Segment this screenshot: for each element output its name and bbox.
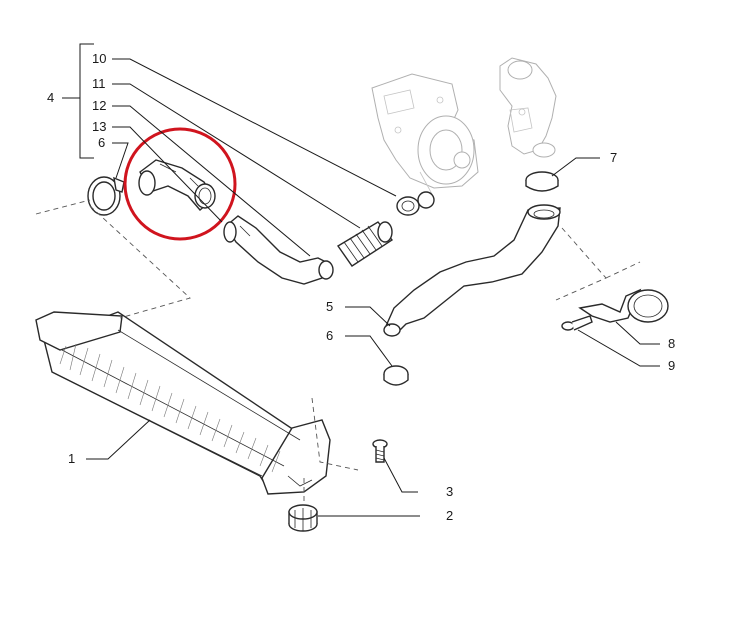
turbocharger-ghost bbox=[371, 73, 479, 207]
s-hose bbox=[383, 204, 561, 337]
group-bracket-4 bbox=[62, 43, 94, 159]
rubber-mount bbox=[288, 504, 318, 532]
callout-6-lower: 6 bbox=[326, 328, 333, 343]
corrugated-connector bbox=[336, 221, 394, 267]
callout-13: 13 bbox=[92, 119, 106, 134]
elbow-hose-highlighted bbox=[138, 159, 216, 211]
callout-3: 3 bbox=[446, 484, 453, 499]
hose-clamp-lower bbox=[383, 365, 409, 386]
callout-12: 12 bbox=[92, 98, 106, 113]
callout-4: 4 bbox=[47, 90, 54, 105]
callout-1: 1 bbox=[68, 451, 75, 466]
callout-5: 5 bbox=[326, 299, 333, 314]
callout-7: 7 bbox=[610, 150, 617, 165]
bracket-bolt bbox=[561, 315, 593, 331]
egr-housing-ghost bbox=[499, 57, 557, 158]
callout-9: 9 bbox=[668, 358, 675, 373]
upper-hose bbox=[223, 215, 334, 285]
callout-11: 11 bbox=[92, 76, 106, 91]
hose-clamp-upper-right bbox=[525, 171, 559, 192]
callout-6-upper: 6 bbox=[98, 135, 105, 150]
intercooler bbox=[35, 311, 331, 495]
highlight-circle bbox=[123, 127, 237, 241]
callout-labels: 10 11 12 13 6 4 1 2 3 5 6 7 8 9 bbox=[47, 51, 675, 523]
assembly-guide-lines bbox=[35, 199, 641, 504]
bolt bbox=[372, 439, 388, 463]
callout-10: 10 bbox=[92, 51, 106, 66]
turbo-clamp bbox=[396, 191, 435, 216]
callout-8: 8 bbox=[668, 336, 675, 351]
leader-lines bbox=[86, 58, 660, 517]
callout-2: 2 bbox=[446, 508, 453, 523]
intercooler-fins bbox=[59, 343, 281, 473]
mounting-bracket bbox=[578, 288, 669, 323]
hose-clamp-left bbox=[87, 176, 125, 216]
